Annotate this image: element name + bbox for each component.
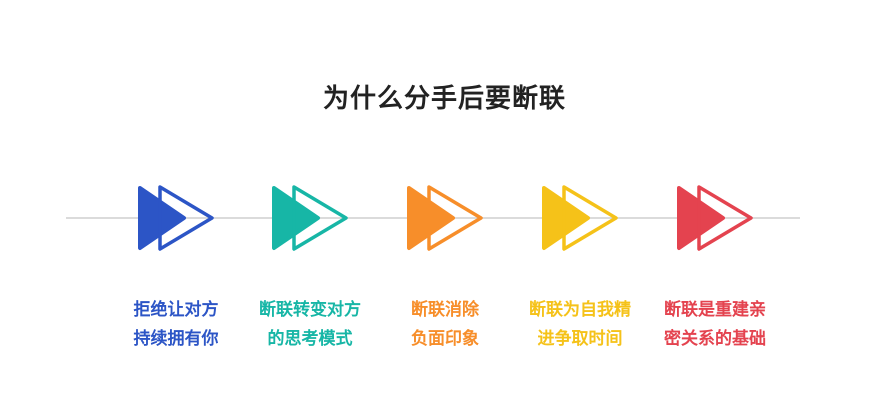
step-label-4-line1: 断联为自我精 — [529, 300, 631, 320]
step-label-3: 断联消除 负面印象 — [370, 296, 520, 354]
step-label-4: 断联为自我精 进争取时间 — [505, 296, 655, 354]
play-triangle-outline — [697, 185, 753, 251]
step-icon-1 — [138, 185, 214, 251]
step-label-5: 断联是重建亲 密关系的基础 — [640, 296, 790, 354]
step-icon-5 — [677, 185, 753, 251]
step-icon-2 — [272, 185, 348, 251]
step-label-3-line2: 负面印象 — [411, 329, 479, 349]
step-label-1-line2: 持续拥有你 — [133, 329, 219, 349]
step-label-5-line1: 断联是重建亲 — [664, 300, 766, 320]
step-icon-3 — [407, 185, 483, 251]
play-triangle-outline — [562, 185, 618, 251]
step-label-3-line1: 断联消除 — [411, 300, 479, 320]
step-label-1-line1: 拒绝让对方 — [133, 300, 219, 320]
play-triangle-filled — [272, 186, 320, 250]
play-triangle-outline — [292, 185, 348, 251]
play-triangle-filled — [138, 186, 186, 250]
step-label-2-line1: 断联转变对方 — [259, 300, 361, 320]
step-label-1: 拒绝让对方 持续拥有你 — [101, 296, 251, 354]
step-label-5-line2: 密关系的基础 — [664, 329, 766, 349]
play-triangle-filled — [407, 186, 455, 250]
play-triangle-outline — [427, 185, 483, 251]
step-label-2-line2: 的思考模式 — [267, 329, 353, 349]
step-icon-4 — [542, 185, 618, 251]
step-label-2: 断联转变对方 的思考模式 — [235, 296, 385, 354]
play-triangle-filled — [542, 186, 590, 250]
play-triangle-outline — [158, 185, 214, 251]
step-label-4-line2: 进争取时间 — [537, 329, 623, 349]
page-title: 为什么分手后要断联 — [322, 84, 566, 114]
play-triangle-filled — [677, 186, 725, 250]
